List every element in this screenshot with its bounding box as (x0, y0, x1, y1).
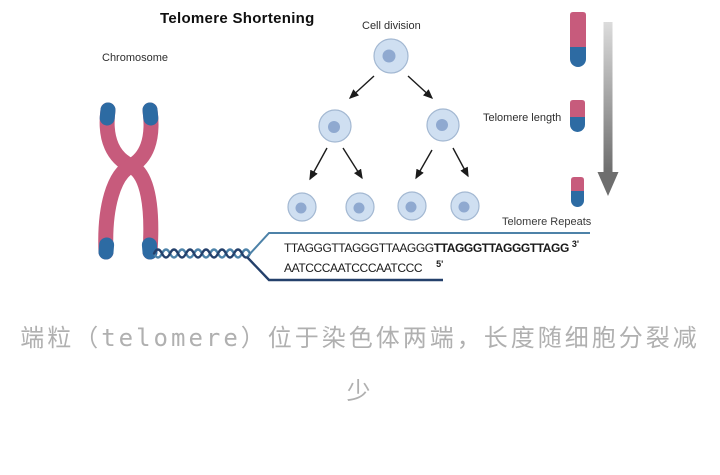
cell-nucleus (458, 201, 470, 213)
cell-icon (373, 38, 409, 74)
diagram-canvas (98, 12, 619, 282)
telomere-length-bars (570, 12, 619, 208)
cell-icon (397, 191, 427, 221)
bracket-top-line (246, 232, 590, 258)
caption: 端粒（telomere）位于染色体两端，长度随细胞分裂减 少 (0, 312, 720, 418)
telomere-tip (142, 102, 159, 126)
sequence-top-regular: TTAGGGTTAGGGTTAAGGG (284, 241, 434, 255)
shortening-arrow-icon (597, 22, 619, 196)
telomere-tip (99, 102, 116, 126)
telomere-bar-icon (570, 12, 586, 67)
cell-nucleus (295, 202, 307, 214)
caption-line-2: 少 (346, 377, 374, 405)
cell-division-label: Cell division (362, 20, 421, 32)
cell-nucleus (328, 121, 340, 133)
cell-nucleus (436, 119, 448, 131)
diagram-title: Telomere Shortening (160, 10, 315, 27)
dna-helix-icon (152, 248, 252, 259)
chromosome-label: Chromosome (102, 52, 169, 64)
telomere-repeats-label: Telomere Repeats (502, 216, 592, 228)
cell-icon (345, 192, 375, 222)
division-arrow-icon (309, 75, 469, 181)
cell-division-tree (287, 38, 480, 222)
telomere-bar-icon (571, 177, 584, 208)
cell-icon (450, 191, 480, 221)
sequence-bottom-strand: AATCCCAATCCCAATCCC 5' (284, 259, 443, 275)
telomere-tip (98, 237, 115, 260)
telomere-bar-icon (570, 100, 586, 132)
cell-icon (426, 108, 460, 142)
chromatid-strand (98, 102, 159, 260)
chromosome-icon (98, 102, 159, 260)
sequence-top-strand: TTAGGGTTAGGGTTAAGGGTTAGGGTTAGGGTTAGG 3' (284, 239, 579, 255)
sequence-bracket (246, 232, 590, 282)
bracket-bottom-line (246, 256, 443, 282)
cell-icon (318, 109, 352, 143)
cell-icon (287, 192, 317, 222)
cell-nucleus (405, 201, 417, 213)
caption-line-1: 端粒（telomere）位于染色体两端，长度随细胞分裂减 (20, 324, 700, 352)
cell-nucleus (353, 202, 365, 214)
sequence-bottom-regular: AATCCCAATCCCAATCCC (284, 261, 423, 275)
telomere-tip (141, 237, 158, 260)
cell-nucleus (382, 49, 396, 63)
telomere-length-label: Telomere length (483, 112, 562, 124)
sequence-five-prime: 5' (436, 259, 444, 269)
helix-strand-navy (152, 248, 252, 259)
sequence-three-prime: 3' (571, 239, 580, 249)
sequence-top-bold: TTAGGGTTAGGGTTAGG (433, 241, 570, 255)
